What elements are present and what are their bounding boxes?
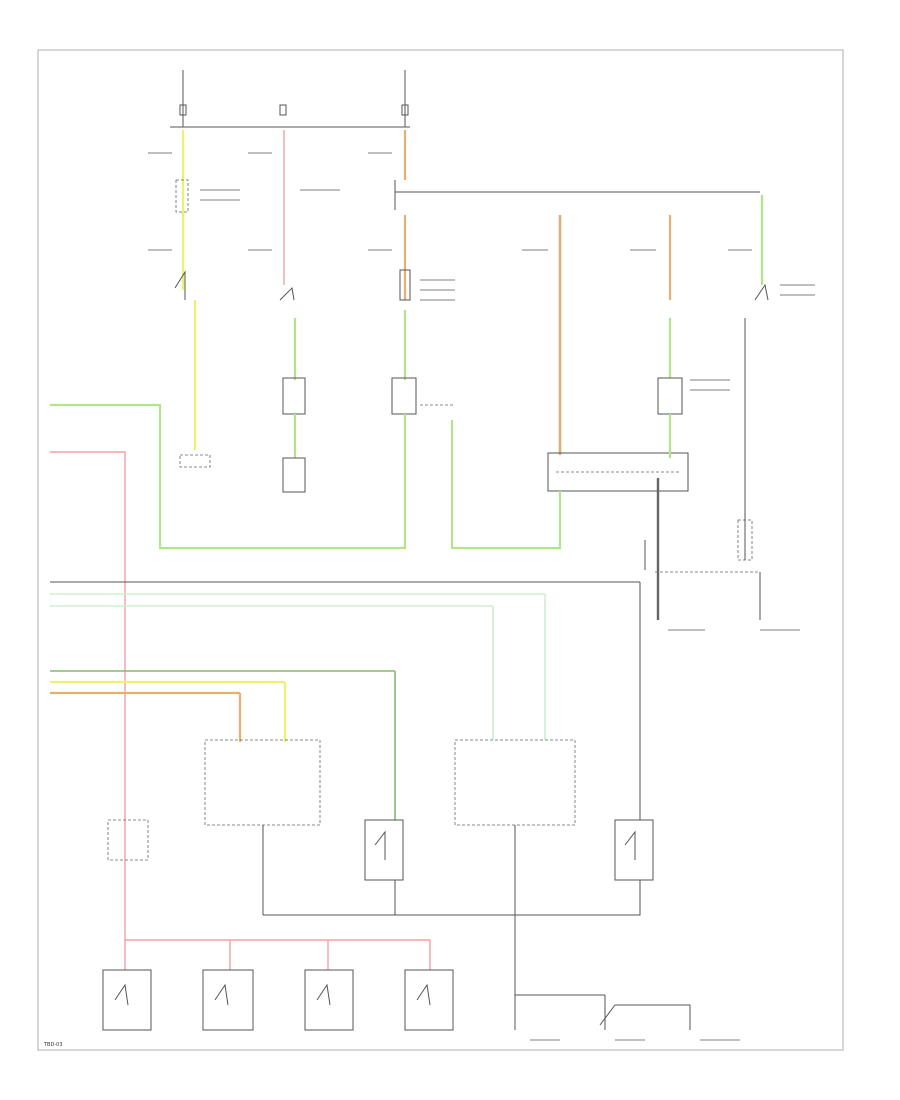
bottom-switch-2	[202, 969, 254, 1031]
switch-col1-icon	[174, 270, 186, 300]
wire-green-col6	[644, 195, 769, 620]
wire-red-green-col2	[279, 130, 306, 493]
fuse-left-icon	[179, 104, 187, 116]
wire-yellow-col1	[174, 130, 211, 468]
figure-id: TBD-03	[43, 1042, 63, 1048]
wire-bus-group-1	[50, 581, 641, 820]
bottom-switch-1	[102, 969, 152, 1031]
right-headlight	[282, 457, 306, 493]
window-switch-module-left	[204, 739, 321, 915]
left-main-switch	[107, 819, 149, 861]
window-switch-module-right	[454, 739, 576, 1030]
wire-tan-col4	[450, 215, 689, 550]
diagram-frame	[37, 49, 844, 1051]
wire-red-feed	[50, 451, 431, 970]
window-motor-right-rear	[364, 819, 404, 881]
wire-bus-group-2	[50, 670, 396, 820]
window-motor-left-rear	[614, 819, 654, 881]
switch-col6-icon	[754, 283, 769, 301]
connector-c3	[391, 377, 417, 415]
fuse-center-icon	[279, 104, 287, 116]
switch-col6-lower	[737, 519, 753, 561]
wire-orange-col5	[656, 215, 683, 620]
bottom-switch-4	[404, 969, 454, 1031]
ground-switch-group	[515, 994, 691, 1030]
connector-c1	[175, 179, 189, 213]
connector-c5	[657, 377, 683, 415]
bottom-switch-3	[304, 969, 354, 1031]
connector-c2	[282, 377, 306, 415]
wire-orange-col3	[50, 130, 760, 550]
relay-box	[547, 452, 689, 492]
switch-col3-icon	[399, 269, 411, 301]
switch-col2-icon	[279, 286, 295, 301]
fuse-bus	[170, 70, 410, 128]
left-headlight	[179, 454, 211, 468]
fuse-right-icon	[401, 104, 409, 116]
label-placeholders	[148, 152, 815, 1041]
ground-bus	[263, 880, 641, 916]
